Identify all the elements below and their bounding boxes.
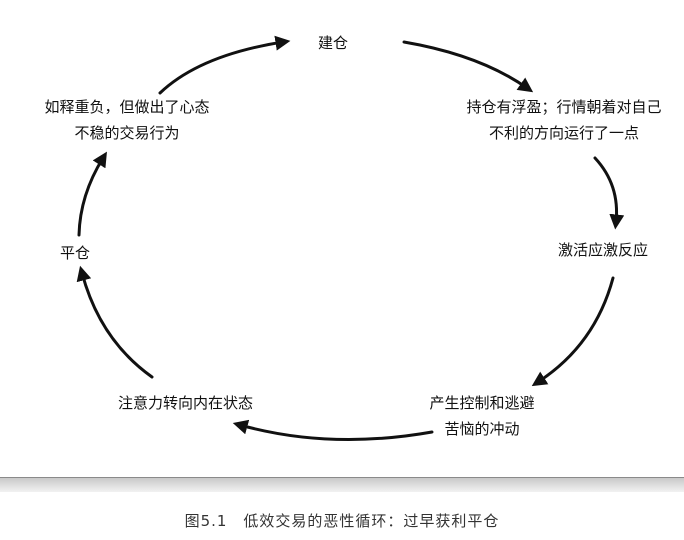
cycle-diagram	[76, 35, 625, 442]
separator-band	[0, 478, 684, 492]
node-floating-profit-line2: 不利的方向运行了一点	[488, 124, 639, 142]
arrow-impulse-to-inner	[232, 419, 434, 442]
node-build-text: 建仓	[318, 34, 349, 52]
node-close-position: 平仓	[60, 240, 90, 266]
node-floating-profit: 持仓有浮盈；行情朝着对自己 不利的方向运行了一点	[448, 94, 680, 146]
arrow-close-to-relief	[77, 151, 107, 237]
figure-caption: 图5.1 低效交易的恶性循环：过早获利平仓	[184, 512, 500, 530]
node-build: 建仓	[318, 30, 348, 56]
node-relief-line1: 如释重负，但做出了心态	[44, 98, 210, 116]
arrow-inner-to-close	[76, 265, 154, 379]
node-impulse-line1: 产生控制和逃避	[429, 394, 535, 412]
node-floating-profit-line1: 持仓有浮盈；行情朝着对自己	[466, 98, 662, 116]
arrow-float-to-react	[593, 156, 625, 230]
node-stress-reaction-text: 激活应激反应	[558, 241, 649, 259]
node-inner-state: 注意力转向内在状态	[118, 390, 253, 416]
arrow-relief-to-build	[158, 35, 291, 95]
node-relief: 如释重负，但做出了心态 不稳的交易行为	[22, 94, 232, 146]
arrow-react-to-impulse	[531, 276, 615, 387]
node-relief-line2: 不稳的交易行为	[74, 124, 180, 142]
node-impulse: 产生控制和逃避 苦恼的冲动	[412, 390, 552, 442]
node-stress-reaction: 激活应激反应	[558, 237, 648, 263]
arrow-build-to-float	[402, 40, 534, 93]
node-close-position-text: 平仓	[60, 244, 91, 262]
node-inner-state-text: 注意力转向内在状态	[118, 394, 254, 412]
node-impulse-line2: 苦恼的冲动	[444, 420, 520, 438]
